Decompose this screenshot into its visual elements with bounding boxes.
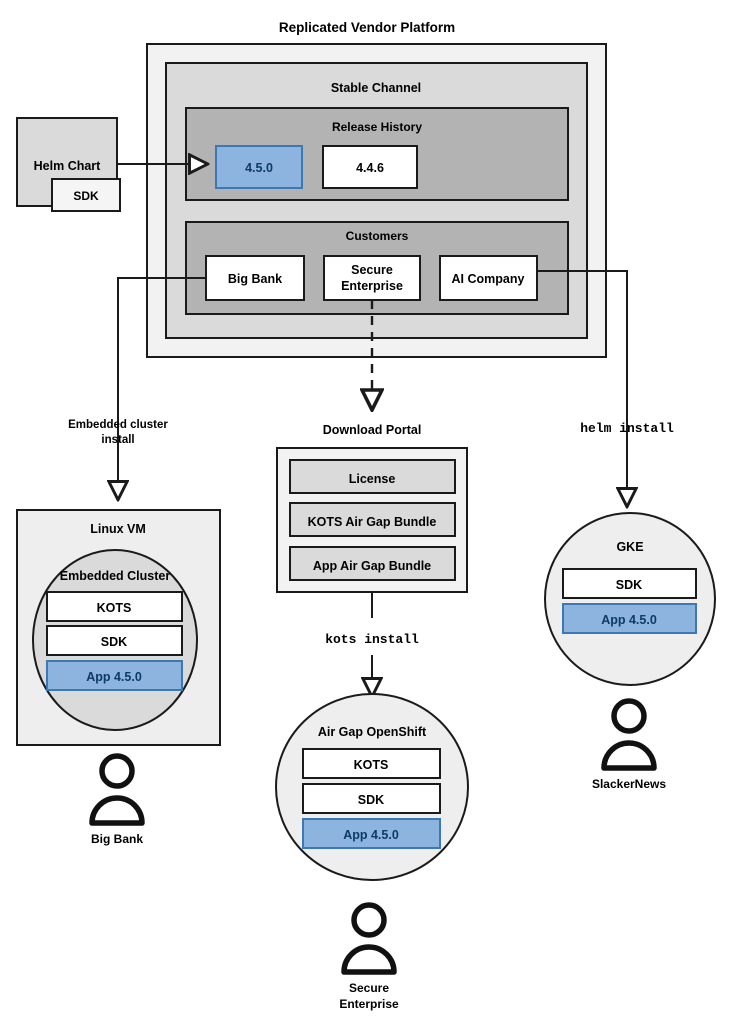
openshift-component-sdk (302, 783, 441, 814)
linux-vm-component-kots (46, 591, 183, 622)
helm-chart-sdk-label: SDK (73, 189, 99, 203)
download-portal-title: Download Portal (323, 423, 422, 437)
release-card-4-5-0-label: 4.5.0 (245, 161, 273, 175)
openshift-component-app-label: App 4.5.0 (343, 828, 399, 842)
env-linux-vm-title: Linux VM (90, 522, 146, 536)
customer-card-secure-enterprise[interactable] (323, 255, 421, 301)
download-portal-item-app-air-gap-bundle[interactable] (289, 546, 456, 581)
stable-channel-title: Stable Channel (331, 81, 421, 95)
edge-label-kots-install: kots install (325, 632, 419, 647)
download-portal-item-app-air-gap-bundle-label: App Air Gap Bundle (313, 559, 431, 573)
download-portal-item-kots-air-gap-bundle[interactable] (289, 502, 456, 537)
release-card-4-5-0[interactable] (215, 145, 303, 189)
person-label-slackernews: SlackerNews (592, 777, 666, 791)
person-icon-slackernews (601, 698, 657, 771)
env-gke-title: GKE (616, 540, 643, 554)
edge-big-bank-to-linux-vm (118, 277, 206, 498)
gke-component-sdk (562, 568, 697, 599)
linux-vm-component-app (46, 660, 183, 691)
gke-component-app (562, 603, 697, 634)
helm-chart-sdk-box[interactable] (51, 178, 121, 212)
person-icon-big-bank (89, 753, 145, 826)
openshift-component-sdk-label: SDK (358, 793, 384, 807)
release-history-title: Release History (332, 120, 422, 134)
openshift-component-kots (302, 748, 441, 779)
env-air-gap-openshift-title: Air Gap OpenShift (318, 725, 427, 739)
person-label-secure-enterprise-line2: Enterprise (339, 997, 399, 1011)
helm-chart-label: Helm Chart (34, 159, 102, 173)
embedded-cluster-title: Embedded Cluster (60, 569, 171, 583)
edge-ai-company-to-gke (537, 270, 627, 505)
linux-vm-component-sdk-label: SDK (101, 635, 127, 649)
page-title: Replicated Vendor Platform (279, 20, 455, 35)
download-portal-item-license[interactable] (289, 459, 456, 494)
customer-card-secure-enterprise-label-line2: Enterprise (341, 279, 403, 293)
customer-card-big-bank-label: Big Bank (228, 272, 282, 286)
linux-vm-component-sdk (46, 625, 183, 656)
download-portal-item-kots-air-gap-bundle-label: KOTS Air Gap Bundle (308, 515, 437, 529)
edge-label-embedded-cluster-install-line1: Embedded cluster (68, 419, 168, 431)
linux-vm-component-kots-label: KOTS (97, 601, 132, 615)
person-label-secure-enterprise-line1: Secure (349, 981, 389, 995)
customer-card-secure-enterprise-label-line1: Secure (351, 263, 393, 277)
gke-component-app-label: App 4.5.0 (601, 613, 657, 627)
release-card-4-4-6-label: 4.4.6 (356, 161, 384, 175)
gke-component-sdk-label: SDK (616, 578, 642, 592)
person-label-big-bank: Big Bank (91, 832, 143, 846)
customer-card-ai-company-label: AI Company (452, 272, 525, 286)
openshift-component-kots-label: KOTS (354, 758, 389, 772)
edge-label-helm-install: helm install (580, 421, 674, 436)
customers-title: Customers (346, 229, 409, 243)
customer-card-big-bank[interactable] (205, 255, 305, 301)
person-icon-secure-enterprise (341, 902, 397, 975)
customer-card-ai-company[interactable] (439, 255, 538, 301)
edge-label-embedded-cluster-install-line2: install (101, 434, 134, 446)
download-portal-item-license-label: License (349, 472, 396, 486)
release-card-4-4-6[interactable] (322, 145, 418, 189)
linux-vm-component-app-label: App 4.5.0 (86, 670, 142, 684)
openshift-component-app (302, 818, 441, 849)
